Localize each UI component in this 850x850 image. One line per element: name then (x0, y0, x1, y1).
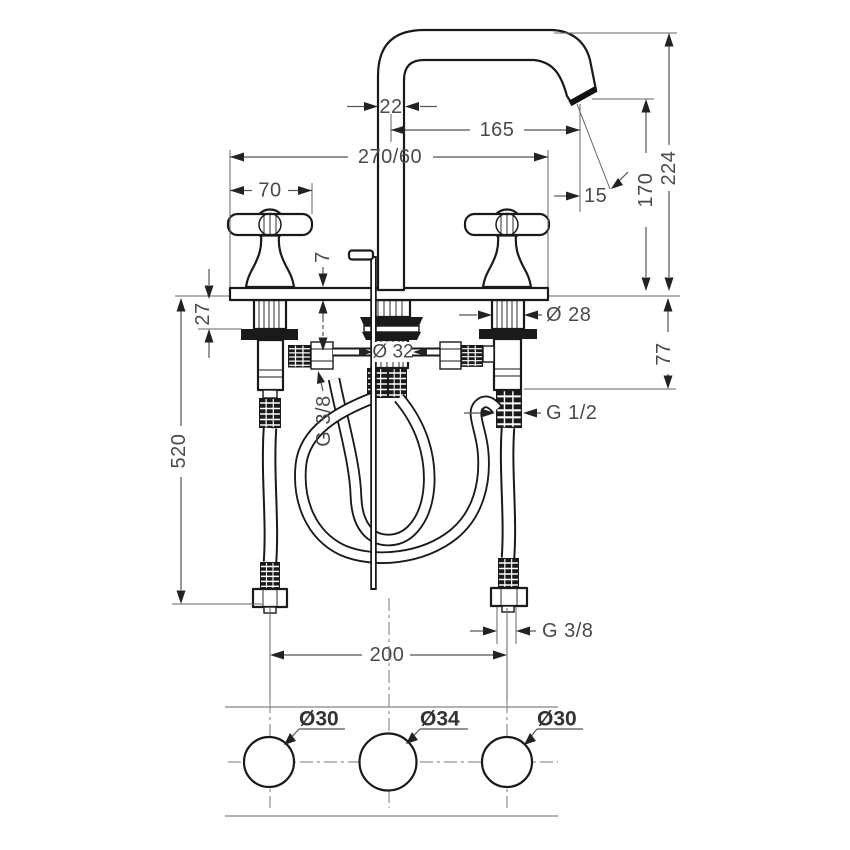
dim-shank-diameter: Ø 28 (459, 304, 591, 326)
dim-hole-spacing-label: 200 (370, 644, 405, 666)
dim-plate-thickness-label: 7 (312, 251, 334, 263)
left-handle (226, 208, 314, 289)
right-handle (463, 208, 551, 289)
dim-spout-outlet-height: 170 (592, 98, 657, 291)
dimension-annotations: 22 165 270/60 7 (168, 32, 680, 700)
dim-handle-width-label: 70 (258, 180, 281, 202)
dim-center-hole-diameter-label: Ø 32 (372, 342, 413, 363)
braid-texture (259, 561, 281, 590)
dim-outlet-angle: 15 (554, 103, 629, 207)
dim-outlet-angle-label: 15 (584, 185, 607, 207)
dim-under-deck-depth: 77 (524, 298, 676, 390)
drill-hole-right-label: Ø30 (537, 708, 577, 731)
braid-texture (258, 397, 282, 429)
dim-shank-diameter-label: Ø 28 (546, 304, 591, 326)
dim-supply-connection: G 3/8 (470, 607, 593, 644)
dim-valve-connection-label: G 1/2 (546, 402, 597, 424)
braid-texture (497, 557, 520, 589)
dim-spout-pipe-width: 22 (347, 96, 437, 118)
drill-hole-left-callout: Ø30 (284, 708, 345, 745)
dim-hose-connection-label: G 3/8 (313, 395, 335, 446)
dim-under-deck-depth-label: 77 (653, 342, 675, 365)
drill-hole-right (480, 735, 534, 789)
dim-spout-reach: 165 (390, 104, 581, 212)
braid-texture (287, 344, 312, 369)
braid-texture (460, 344, 484, 368)
left-valve-flange (241, 329, 298, 340)
dim-valve-connection: G 1/2 (464, 402, 597, 424)
dim-flange-offset: 27 (192, 269, 242, 358)
spout-outlet-cap (568, 86, 598, 107)
dim-hose-connection: G 3/8 (313, 371, 335, 447)
drill-hole-center-callout: Ø34 (406, 708, 468, 744)
dim-hole-spacing: 200 (269, 608, 508, 700)
dim-height-overall: 224 (554, 32, 680, 291)
left-valve-assembly (241, 298, 376, 614)
drill-hole-plan: Ø30 Ø34 Ø30 (225, 598, 583, 817)
right-hose-nut (489, 586, 529, 608)
drill-hole-center-label: Ø34 (420, 708, 460, 731)
right-valve-flange (479, 329, 537, 339)
dim-flange-offset-label: 27 (192, 302, 214, 325)
dim-hose-length-label: 520 (168, 434, 190, 469)
dim-handle-width: 70 (230, 180, 313, 214)
popup-rod (347, 249, 377, 590)
dim-plate-size: 270/60 (229, 146, 549, 287)
dim-spout-reach-label: 165 (480, 119, 515, 141)
braid-texture (494, 388, 524, 430)
drill-hole-left-label: Ø30 (299, 708, 339, 731)
dim-spout-pipe-width-label: 22 (379, 96, 402, 118)
dim-height-overall-label: 224 (658, 151, 680, 186)
dim-spout-outlet-height-label: 170 (635, 173, 657, 208)
drill-hole-center (358, 732, 418, 792)
dim-plate-thickness: 7 (312, 251, 334, 351)
dim-supply-connection-label: G 3/8 (542, 620, 593, 642)
spout (376, 28, 598, 292)
drill-hole-right-callout: Ø30 (524, 708, 583, 745)
popup-rod-knob (347, 249, 375, 261)
dim-plate-size-label: 270/60 (358, 146, 422, 168)
dim-hose-length: 520 (168, 298, 262, 605)
dim-center-hole-diameter: Ø 32 (359, 342, 427, 363)
drill-hole-left (242, 735, 296, 789)
coiled-hoses (294, 377, 502, 564)
braid-texture (387, 367, 408, 399)
